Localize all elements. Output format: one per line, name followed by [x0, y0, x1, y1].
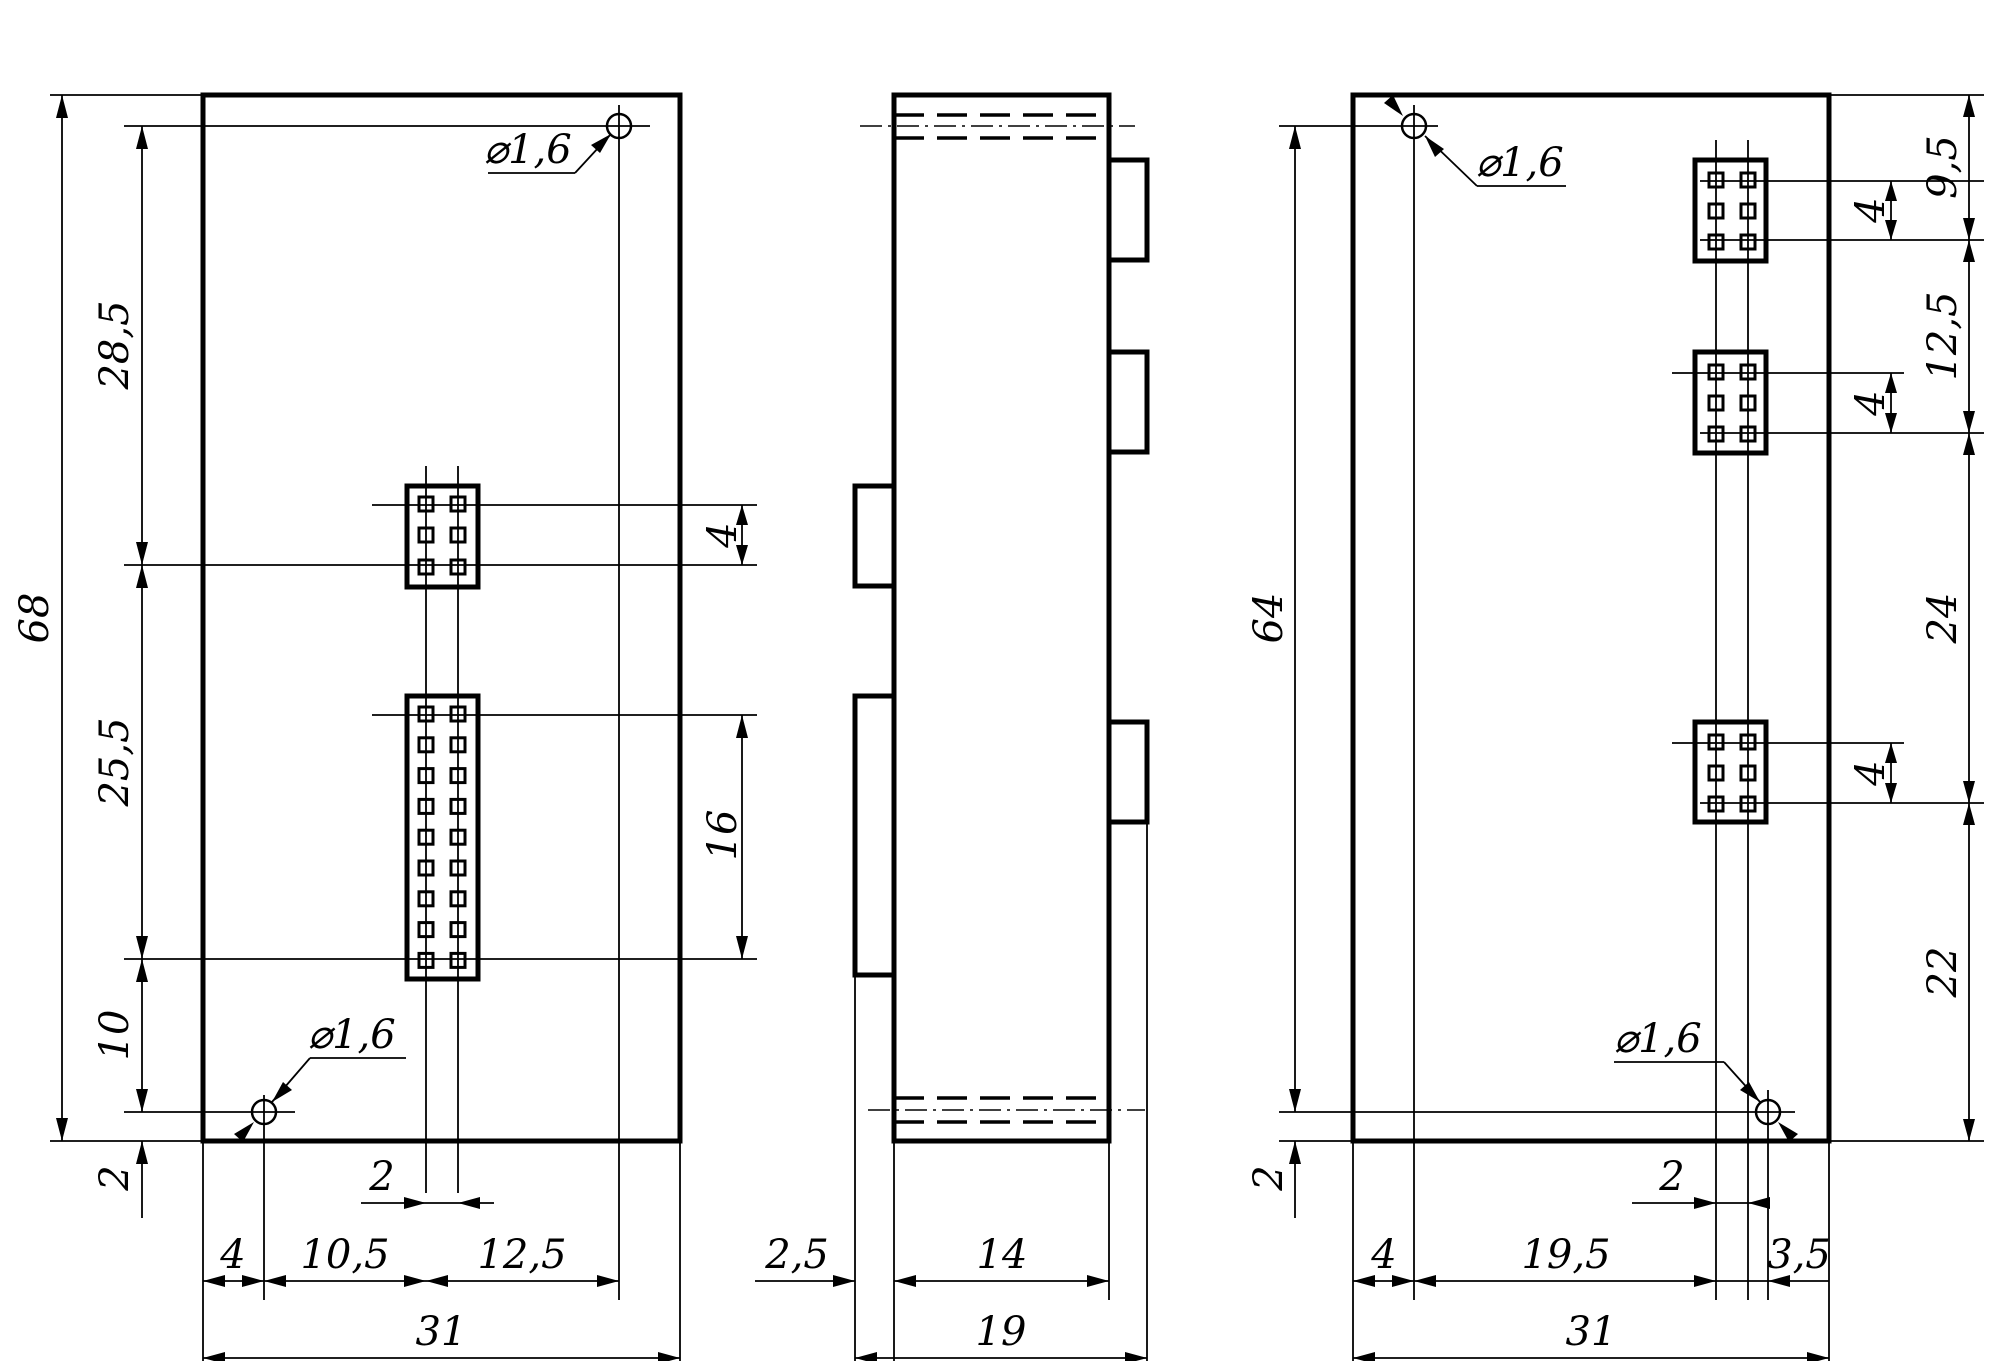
back-hole-label-bottom: ⌀1,6: [1614, 1016, 1702, 1062]
back-dim-3-5: 3,5: [1767, 1232, 1831, 1278]
front-height-label: 68: [12, 593, 58, 644]
back-dim-19-5: 19,5: [1521, 1232, 1610, 1278]
side-connector-right-1: [1106, 157, 1150, 263]
back-dim-2-pitch: 2: [1658, 1154, 1684, 1200]
back-connector-3: [1692, 719, 1769, 825]
side-body-outline: [891, 92, 1112, 1144]
front-dim-10: 10: [92, 1010, 138, 1061]
front-dim-10-5: 10,5: [300, 1232, 389, 1278]
side-connector-left-big: [852, 693, 897, 978]
back-height-label: 64: [1246, 593, 1292, 644]
back-dim-12-5: 12,5: [1920, 291, 1966, 380]
back-dim-4-bottom: 4: [1370, 1232, 1396, 1278]
back-hole-label-top: ⌀1,6: [1476, 140, 1564, 186]
side-connector-left-small: [852, 483, 897, 589]
front-dim-4: 4: [700, 522, 746, 548]
back-connector-1: [1692, 157, 1769, 264]
back-conn1-pitch: 4: [1848, 197, 1894, 223]
back-conn3-pitch: 4: [1848, 760, 1894, 786]
front-hole-label-top: ⌀1,6: [484, 127, 572, 173]
front-width-label: 31: [416, 1309, 467, 1355]
front-dim-2-vertical: 2: [92, 1165, 138, 1191]
back-board-outline: [1350, 92, 1832, 1144]
side-width-label: 19: [976, 1309, 1027, 1355]
back-width-label: 31: [1566, 1309, 1617, 1355]
side-connector-right-2: [1106, 349, 1150, 455]
back-conn2-pitch: 4: [1848, 390, 1894, 416]
side-dim-2-5: 2,5: [764, 1232, 829, 1278]
front-dim-25-5: 25,5: [92, 717, 138, 807]
side-dim-14: 14: [977, 1232, 1028, 1278]
front-big-connector: [404, 693, 481, 982]
front-hole-label-bottom: ⌀1,6: [308, 1012, 396, 1058]
back-dim-24: 24: [1920, 593, 1966, 645]
side-connector-right-3: [1106, 719, 1150, 825]
front-dim-4-bottom: 4: [219, 1232, 245, 1278]
front-view: 68 28,5 25,5 10 2 4 16 ⌀1,6: [12, 92, 757, 1361]
front-board-outline: [200, 92, 683, 1144]
back-view: 64 2 ⌀1,6 ⌀1,6 9,5 12,5 24 22 4: [1246, 92, 1984, 1361]
side-view: 2,5 14 19: [755, 92, 1150, 1361]
front-small-connector: [404, 483, 481, 590]
back-dim-22: 22: [1920, 947, 1966, 999]
back-dim-2-vertical: 2: [1246, 1165, 1292, 1191]
back-connector-2: [1692, 349, 1769, 456]
front-dim-12-5: 12,5: [477, 1232, 566, 1278]
front-dim-16: 16: [700, 810, 746, 861]
front-dim-28-5: 28,5: [92, 300, 138, 390]
back-dim-9-5: 9,5: [1920, 135, 1966, 199]
front-dim-2-pitch: 2: [368, 1154, 394, 1200]
